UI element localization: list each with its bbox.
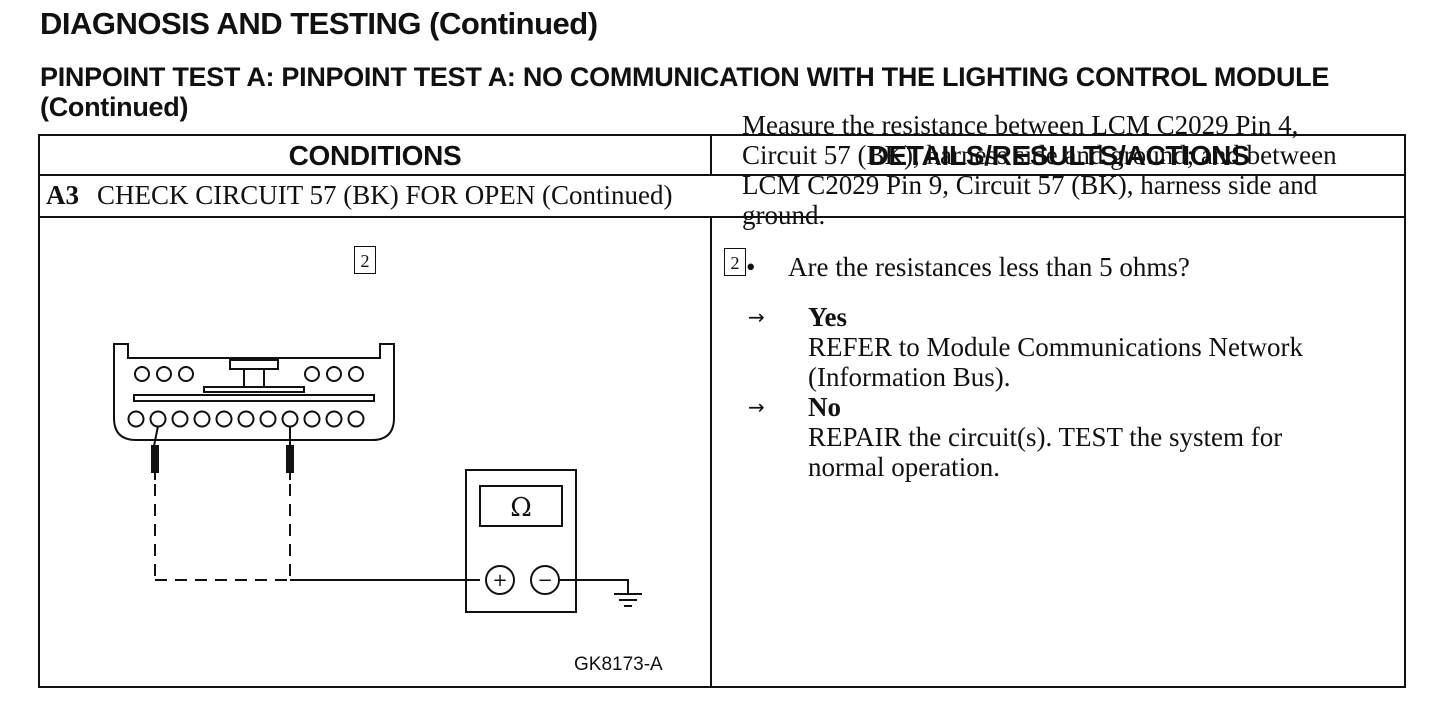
ohmmeter-body	[465, 469, 577, 613]
connector-lock-bar	[203, 386, 305, 393]
body-divider	[710, 216, 712, 688]
connector-separator	[133, 394, 375, 402]
probe-pin-9	[286, 426, 294, 480]
result-no-action: REPAIR the circuit(s). TEST the system f…	[808, 422, 1283, 482]
connector-lock-tab	[229, 359, 279, 370]
instruction-text: Measure the resistance between LCM C2029…	[742, 110, 1337, 230]
column-header-conditions: CONDITIONS	[288, 140, 462, 171]
test-title: PINPOINT TEST A: PINPOINT TEST A: NO COM…	[40, 62, 1330, 122]
ground-icon	[614, 593, 642, 607]
header-divider	[710, 136, 712, 174]
probe-pin-4	[151, 425, 159, 480]
step-row: A3 CHECK CIRCUIT 57 (BK) FOR OPEN (Contin…	[46, 180, 673, 211]
bottom-pin-row	[127, 410, 365, 428]
ground-lead	[559, 579, 629, 594]
bullet-icon: •	[746, 252, 756, 282]
pinpoint-test-table: CONDITIONS DETAILS/RESULTS/ACTIONS A3 CHE…	[38, 134, 1406, 688]
connector-housing	[113, 343, 395, 441]
column-header-details: DETAILS/RESULTS/ACTIONS	[868, 140, 1250, 171]
result-yes: → Yes REFER to Module Communications Net…	[742, 302, 1362, 392]
question-item: • Are the resistances less than 5 ohms?	[742, 252, 1362, 282]
step-rule	[40, 216, 1404, 218]
details-panel: Measure the resistance between LCM C2029…	[742, 110, 1362, 482]
result-no-label: No	[808, 392, 841, 422]
result-yes-action: REFER to Module Communications Network (…	[808, 332, 1303, 392]
dashed-test-leads	[154, 484, 291, 581]
figure-code: GK8173-A	[574, 654, 663, 675]
meter-plus-terminal	[485, 565, 515, 595]
header-rule	[40, 174, 1404, 176]
step-title: CHECK CIRCUIT 57 (BK) FOR OPEN (Continue…	[97, 180, 673, 210]
arrow-right-icon: →	[748, 395, 765, 419]
top-pin-row	[134, 366, 364, 382]
result-yes-label: Yes	[808, 302, 847, 332]
diagram-callout-box: 2	[354, 246, 376, 274]
result-no: → No REPAIR the circuit(s). TEST the sys…	[742, 392, 1362, 482]
page-title: DIAGNOSIS AND TESTING (Continued)	[40, 6, 598, 41]
step-id: A3	[46, 180, 79, 210]
connector-diagram: Ω + −	[113, 343, 642, 613]
ohm-symbol: Ω	[510, 493, 532, 523]
plus-sign: +	[492, 570, 507, 591]
ohmmeter-display	[479, 485, 563, 527]
question-text: Are the resistances less than 5 ohms?	[788, 252, 1190, 282]
arrow-right-icon: →	[748, 305, 765, 329]
minus-sign: −	[537, 570, 552, 591]
connector-lock-stem	[243, 368, 265, 388]
details-callout-box: 2	[724, 248, 746, 276]
